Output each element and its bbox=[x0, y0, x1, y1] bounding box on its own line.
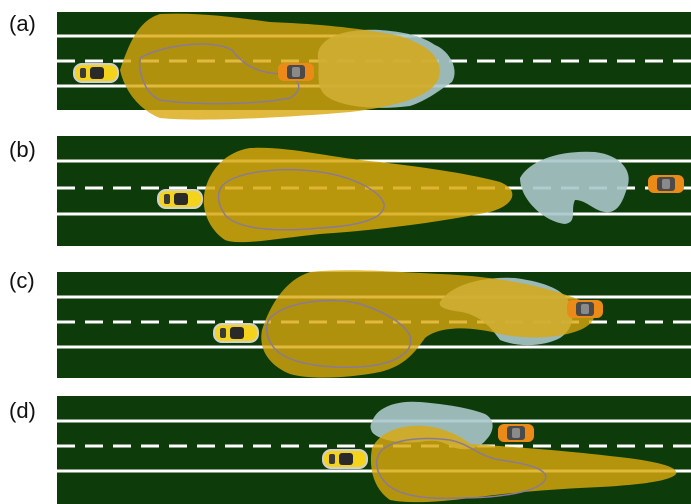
ego-car bbox=[214, 324, 258, 342]
panel-a bbox=[57, 12, 691, 120]
ego-car bbox=[323, 450, 367, 468]
other-car bbox=[567, 300, 603, 318]
ego-car bbox=[74, 64, 118, 82]
panel-d bbox=[57, 396, 691, 504]
other-car bbox=[498, 424, 534, 442]
panel-b bbox=[57, 136, 691, 246]
other-car bbox=[648, 175, 684, 193]
other-car bbox=[278, 63, 314, 81]
panel-c bbox=[57, 270, 691, 378]
ego-car bbox=[158, 190, 202, 208]
